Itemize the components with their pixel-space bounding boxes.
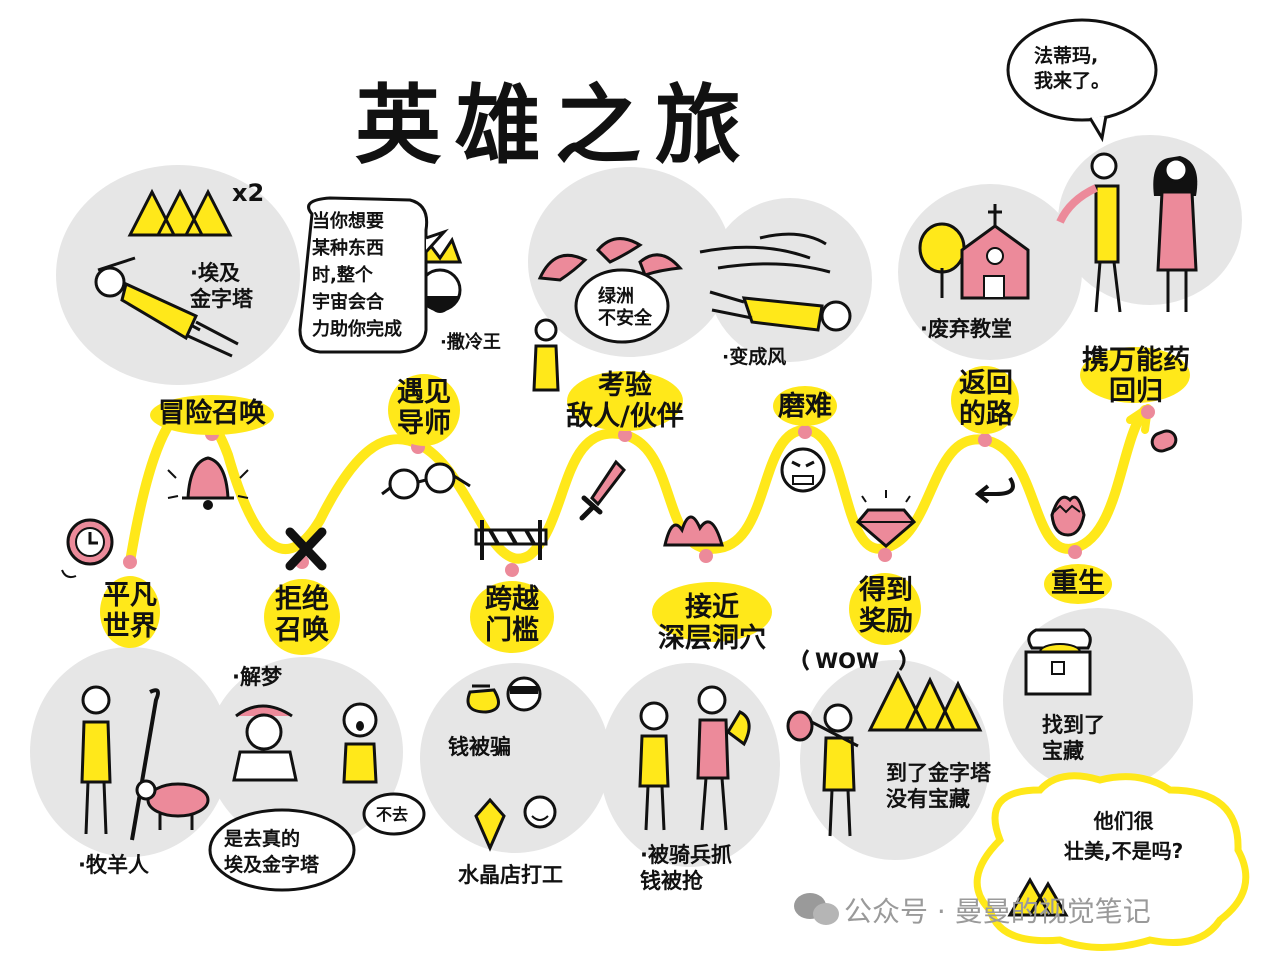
found-treasure-note: 找到了宝藏 [1042,713,1105,763]
watermark: 公众号 · 曼曼的视觉笔记 [844,895,1151,928]
money-bag-icon [466,684,500,714]
label-highlights [100,347,1190,655]
birds-icon [537,237,684,282]
stage-label-reward: 得到奖励 [859,575,913,637]
crystal-shop-note: 水晶店打工 [458,863,563,887]
pyramids-large-icon [867,670,983,732]
treasure-chest-icon [1024,628,1092,696]
not-going-text: 不去 [376,805,409,824]
wow-brackets [802,649,906,671]
crystal-icon [474,797,506,852]
no-treasure-note: 到了金字塔没有宝藏 [886,761,991,811]
boy-and-soldier-figures [638,685,751,831]
church-icon [918,204,1030,300]
times-two-label: x2 [232,179,265,207]
magnificent-text: 他们很壮美,不是吗? [1064,809,1184,863]
stage-label-refusal: 拒绝召唤 [275,584,329,646]
angry-face-icon [780,447,826,493]
glasses-icon [381,462,471,500]
stage-label-meeting-mentor: 遇见导师 [397,377,451,439]
sword-icon [579,459,626,521]
king-name-note: ·撒冷王 [440,332,501,353]
king-figure [417,236,463,313]
stage-label-ordinary-world: 平凡世界 [103,580,157,642]
shepherd-figure [80,685,160,841]
cheated-note: 钱被骗 [448,735,511,759]
boy-surprised-figure [342,702,378,784]
fatima-speech-text: 法蒂玛,我来了。 [1034,45,1111,92]
stage-label-approach-cave: 接近深层洞穴 [658,592,766,654]
shepherd-note: ·牧羊人 [78,853,149,877]
cave-icon [663,515,724,547]
yellow-cloud-bubble [973,772,1250,951]
pyramid-dream-note: ·埃及金字塔 [190,261,253,311]
hatching-egg-icon [1050,495,1086,537]
fatima-speech-bubble [1006,18,1158,143]
thief-face-icon [506,676,542,712]
question-bubble [208,808,356,892]
smiling-face-icon [523,795,557,829]
pyramids-icon [127,188,233,237]
king-speech-bubble [298,196,449,354]
stage-label-crossing-threshold: 跨越门槛 [485,584,539,646]
dream-reading-note: ·解梦 [232,665,282,689]
stage-label-road-back: 返回的路 [959,368,1013,430]
bell-icon [167,456,249,510]
sheep-icon [135,779,210,830]
wechat-icon [794,893,839,925]
church-note: ·废弃教堂 [920,317,1012,341]
journey-road [125,402,1150,567]
refusal-x-icon [285,527,327,571]
sleeping-shepherd-figure [94,256,239,358]
page-title: 英雄之旅 [355,75,755,176]
wind-note: ·变成风 [722,346,787,368]
stage-label-resurrection: 重生 [1051,568,1105,599]
elixir-capsule-icon [1150,429,1178,453]
clock-icon [61,518,114,579]
boy-figure [532,318,560,392]
return-arrow-icon [974,476,1015,504]
barrier-icon [474,520,548,560]
couple-figures [1056,152,1198,313]
wind-figure [699,232,852,332]
stage-label-call-to-adventure: 冒险召唤 [158,398,266,429]
gypsy-woman-figure [232,704,298,782]
king-speech-text: 当你想要某种东西时,整个宇宙会合力助你完成 [312,211,402,340]
stage-label-ordeal: 磨难 [778,391,832,422]
stage-label-return-elixir: 携万能药回归 [1082,345,1190,407]
is-it-real-text: 是去真的埃及金字塔 [224,828,320,876]
diamond-icon [855,490,917,548]
oasis-text: 绿洲不安全 [598,286,652,329]
traveler-figure [786,703,859,837]
wow-text: WOW [815,649,880,673]
stage-label-tests: 考验敌人/伙伴 [566,370,684,432]
caught-note: ·被骑兵抓钱被抢 [640,843,732,893]
oasis-speech-bubble [574,268,670,344]
no-go-bubble [362,792,426,836]
